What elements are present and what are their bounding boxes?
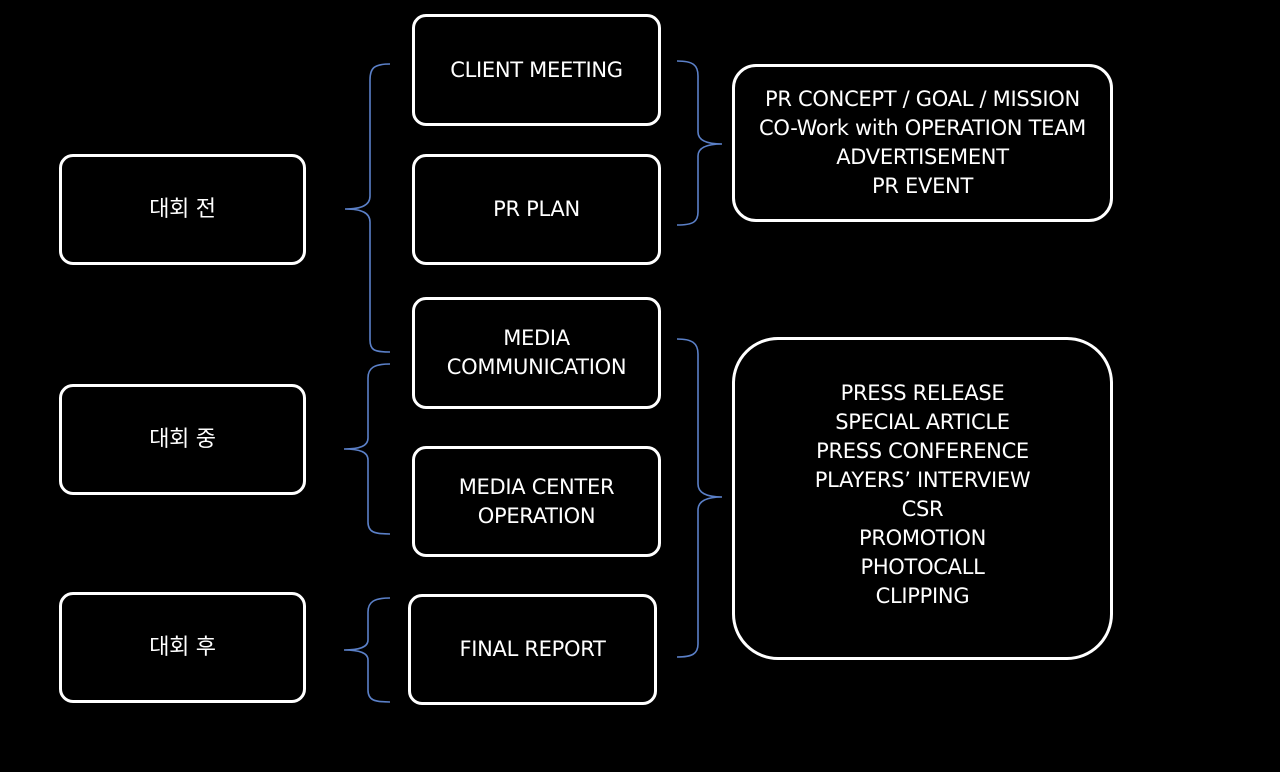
detail-item: PHOTOCALL xyxy=(860,554,985,579)
task-pr-plan: PR PLAN xyxy=(412,154,661,265)
task-client-meeting: CLIENT MEETING xyxy=(412,14,661,126)
detail-item: PRESS RELEASE xyxy=(840,380,1005,405)
phase-before-box: 대회 전 xyxy=(59,154,306,265)
detail-item: PR EVENT xyxy=(872,174,973,198)
brace-planning xyxy=(676,60,723,226)
detail-item: CO-Work with OPERATION TEAM xyxy=(759,116,1086,140)
task-label-line1: MEDIA xyxy=(503,326,570,350)
detail-item: PR CONCEPT / GOAL / MISSION xyxy=(765,87,1080,111)
task-label: FINAL REPORT xyxy=(459,637,606,661)
task-label: PR PLAN xyxy=(493,197,580,221)
task-media-communication: MEDIA COMMUNICATION xyxy=(412,297,661,409)
phase-after-label: 대회 후 xyxy=(149,635,216,660)
phase-after-box: 대회 후 xyxy=(59,592,306,703)
phase-during-label: 대회 중 xyxy=(149,427,216,452)
detail-item: CSR xyxy=(901,496,944,521)
detail-item: ADVERTISEMENT xyxy=(836,145,1009,169)
brace-before xyxy=(344,63,391,353)
brace-during xyxy=(343,363,391,535)
phase-before-label: 대회 전 xyxy=(149,197,216,222)
detail-item: PRESS CONFERENCE xyxy=(816,438,1029,463)
detail-item: CLIPPING xyxy=(875,583,970,608)
detail-item: SPECIAL ARTICLE xyxy=(835,409,1010,434)
task-label-line2: COMMUNICATION xyxy=(446,355,627,379)
task-label-line1: MEDIA CENTER xyxy=(458,474,615,499)
details-planning-box: PR CONCEPT / GOAL / MISSION CO-Work with… xyxy=(732,64,1113,222)
task-label-line2: OPERATION xyxy=(477,503,596,528)
brace-after xyxy=(343,597,391,703)
brace-execution xyxy=(676,338,723,658)
task-media-center-operation: MEDIA CENTER OPERATION xyxy=(412,446,661,557)
detail-item: PROMOTION xyxy=(859,525,986,550)
detail-item: PLAYERS’ INTERVIEW xyxy=(814,467,1031,492)
details-execution-box: PRESS RELEASE SPECIAL ARTICLE PRESS CONF… xyxy=(732,337,1113,660)
phase-during-box: 대회 중 xyxy=(59,384,306,495)
task-final-report: FINAL REPORT xyxy=(408,594,657,705)
task-label: CLIENT MEETING xyxy=(450,57,623,82)
